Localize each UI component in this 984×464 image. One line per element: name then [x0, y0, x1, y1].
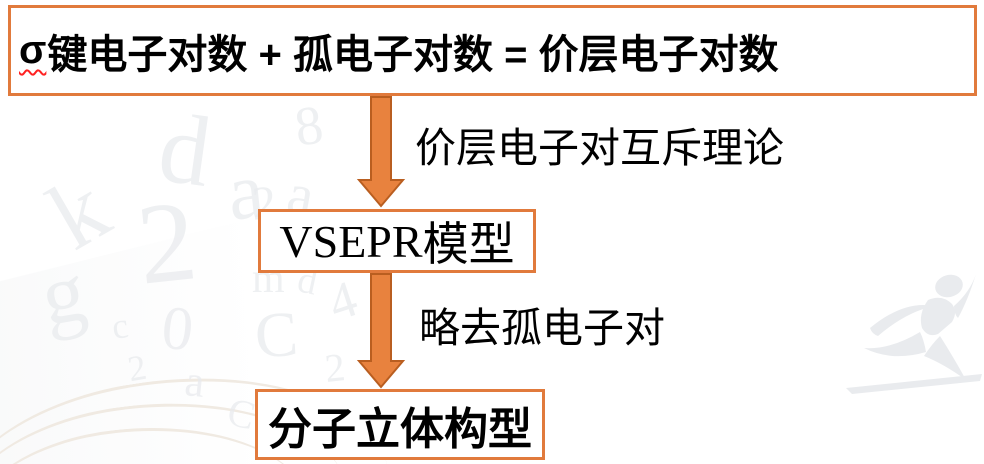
- arrow-down-icon-2: [356, 273, 406, 389]
- background-glyph: c: [109, 305, 131, 347]
- background-glyph: d: [152, 91, 218, 208]
- vsepr-cjk-text: 模型: [422, 219, 515, 270]
- background-glyph: k: [31, 154, 126, 270]
- molecular-structure-text: 分子立体构型: [268, 404, 532, 454]
- runner-icon: [846, 274, 982, 394]
- step1-label: 价层电子对互斥理论: [415, 125, 784, 171]
- background-glyph: 2: [322, 344, 348, 391]
- background-glyph: 2: [131, 176, 202, 309]
- background-glyph: 0: [158, 293, 197, 365]
- step2-label: 略去孤电子对: [419, 305, 665, 351]
- background-glyph: 2: [124, 346, 150, 390]
- ground-line: [846, 374, 982, 394]
- background-glyph: g: [34, 244, 93, 344]
- background-glyph: C: [223, 388, 260, 439]
- background-glyph: a: [182, 356, 208, 407]
- sigma-symbol: σ: [19, 28, 47, 72]
- arrow-down-icon-1: [356, 96, 406, 208]
- vsepr-latin-text: VSEPR: [279, 215, 423, 267]
- formula-text: 键电子对数 + 孤电子对数 = 价层电子对数: [47, 32, 779, 77]
- background-glyph: C: [252, 297, 301, 372]
- molecular-structure-box: 分子立体构型: [255, 389, 545, 460]
- background-glyph: 8: [290, 93, 327, 158]
